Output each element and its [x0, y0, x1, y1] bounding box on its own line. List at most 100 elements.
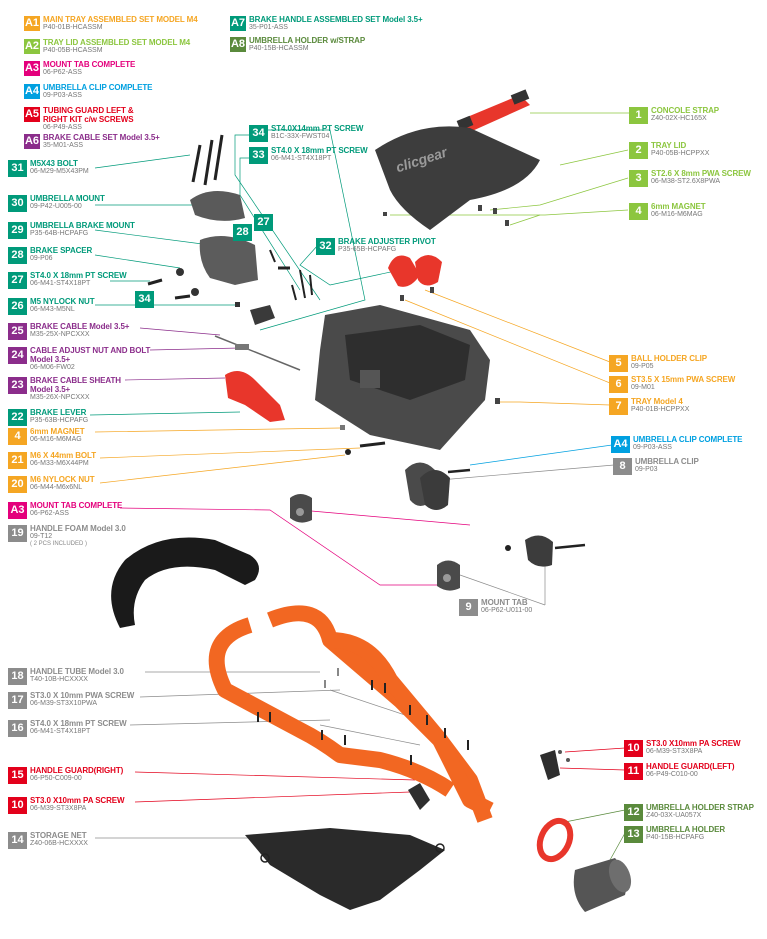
leader-line-7	[500, 401, 611, 406]
tray-lid-part: clicgear	[375, 126, 540, 230]
part-code-3: 06-M38-ST2.6X8PWA	[651, 178, 720, 185]
part-code-28: 09-P06	[30, 255, 53, 262]
part-title-33: ST4.0 X 18mm PT SCREW	[271, 146, 368, 155]
brake-assembly-parts	[147, 134, 313, 325]
umbrella-holder-strap-part	[536, 817, 574, 863]
leader-line-10-left	[134, 791, 411, 803]
leader-line-9	[459, 574, 546, 606]
part-title-5: BALL HOLDER CLIP	[631, 354, 708, 363]
handle-tube-part	[208, 605, 494, 823]
part-callout-31: 31 M5X43 BOLT 06-M29-M5X43PM	[8, 159, 89, 177]
leader-line-31	[94, 154, 191, 169]
set-badge-a1: A1	[24, 16, 40, 31]
part-code-19: 09-T12	[30, 533, 53, 540]
leader-line-21	[99, 447, 361, 459]
part-code-a3-left: 06-P62-ASS	[30, 510, 69, 517]
diagram-badge-28: 28	[233, 224, 252, 241]
part-callout-1: 1 CONCOLE STRAP Z40-02X-HC165X	[629, 106, 719, 124]
part-code-6: 09-M01	[631, 384, 655, 391]
part-code-10-right: 06-M39-ST3X8PA	[646, 748, 703, 755]
leader-line-13	[609, 832, 626, 861]
part-callout-29: 29 UMBRELLA BRAKE MOUNT P35-64B-HCPAFG	[8, 221, 135, 239]
part-badge-10-right: 10	[624, 740, 643, 757]
part-title-27: ST4.0 X 18mm PT SCREW	[30, 271, 127, 280]
set-title-a1: MAIN TRAY ASSEMBLED SET MODEL M4	[43, 15, 198, 24]
part-code-11: 06-P49-C010-00	[646, 771, 698, 778]
part-badge-32: 32	[316, 238, 335, 255]
part-title-32: BRAKE ADJUSTER PIVOT	[338, 237, 436, 246]
part-badge-33: 33	[249, 147, 268, 164]
part-badge-11: 11	[624, 763, 643, 780]
umbrella-clip-part	[405, 462, 471, 510]
part-title-14: STORAGE NET	[30, 831, 87, 840]
leader-line-11	[559, 767, 626, 771]
part-callout-17: 17 ST3.0 X 10mm PWA SCREW 06-M39-ST3X10P…	[8, 691, 134, 709]
part-badge-17: 17	[8, 692, 27, 709]
set-badge-a8: A8	[230, 37, 246, 52]
leader-line-25	[139, 327, 221, 336]
brake-cable-parts	[214, 335, 301, 422]
part-callout-22: 22 BRAKE LEVER P35-63B-HCPAFG	[8, 408, 88, 426]
leader-line-34	[234, 134, 321, 301]
part-code-34: B1C-33X-FWST04	[271, 133, 330, 140]
leader-line-12	[564, 809, 626, 823]
part-callout-2: 2 TRAY LID P40-05B-HCPPXX	[629, 141, 709, 159]
part-code-5: 09-P05	[631, 363, 654, 370]
part-title-a4-right: UMBRELLA CLIP COMPLETE	[633, 435, 743, 444]
set-badge-a3: A3	[24, 61, 40, 76]
leader-lines	[89, 112, 630, 861]
part-code-4: 06-M16-M6MAG	[651, 211, 703, 218]
brake-adjuster-pivot-part	[388, 255, 442, 287]
set-callout-a1: A1 MAIN TRAY ASSEMBLED SET MODEL M4 P40-…	[24, 15, 198, 32]
part-title-26: M5 NYLOCK NUT	[30, 297, 95, 306]
part-callout-9: 9 MOUNT TAB 06-P62-U011-00	[459, 598, 532, 616]
part-callout-32: 32 BRAKE ADJUSTER PIVOT P35-65B-HCPAFG	[316, 237, 436, 255]
set-callout-a2: A2 TRAY LID ASSEMBLED SET MODEL M4 P40-0…	[24, 38, 190, 55]
part-badge-26: 26	[8, 298, 27, 315]
part-title-4-left: 6mm MAGNET	[30, 427, 85, 436]
part-callout-34: 34 ST4.0X14mm PT SCREW B1C-33X-FWST04	[249, 124, 363, 142]
part-badge-2: 2	[629, 142, 648, 159]
part-callout-15: 15 HANDLE GUARD(RIGHT) 06-P50-C009-00	[8, 766, 123, 784]
part-code-27: 06-M41-ST4X18PT	[30, 280, 91, 287]
part-code-1: Z40-02X-HC165X	[651, 115, 707, 122]
leader-line-a3	[119, 507, 440, 586]
set-callout-a4: A4 UMBRELLA CLIP COMPLETE 09-P03-ASS	[24, 83, 152, 100]
part-badge-16: 16	[8, 720, 27, 737]
handle-foam-part	[111, 537, 259, 628]
set-badge-a7: A7	[230, 16, 246, 31]
diagram-badge-27: 27	[254, 214, 273, 231]
part-title-19: HANDLE FOAM Model 3.0	[30, 524, 126, 533]
part-badge-12: 12	[624, 804, 643, 821]
part-badge-24: 24	[8, 347, 27, 364]
set-badge-a5: A5	[24, 107, 40, 122]
part-callout-30: 30 UMBRELLA MOUNT 09-P42-U005-00	[8, 194, 105, 212]
part-callout-20: 20 M6 NYLOCK NUT 06-M44-M6x6NL	[8, 475, 95, 493]
part-badge-30: 30	[8, 195, 27, 212]
storage-net-part	[245, 828, 445, 910]
set-title-a7: BRAKE HANDLE ASSEMBLED SET Model 3.5+	[249, 15, 423, 24]
part-badge-27: 27	[8, 272, 27, 289]
part-callout-10-left: 10 ST3.0 X10mm PA SCREW 06-M39-ST3X8PA	[8, 796, 125, 814]
main-tray-part	[315, 305, 490, 450]
set-callout-a3: A3 MOUNT TAB COMPLETE 06-P62-ASS	[24, 60, 135, 77]
part-code-33: 06-M41-ST4X18PT	[271, 155, 332, 162]
part-badge-a3-left: A3	[8, 502, 27, 519]
part-title-24-line2: Model 3.5+	[30, 355, 71, 364]
leader-line-4b	[509, 214, 541, 226]
part-callout-26: 26 M5 NYLOCK NUT 06-M43-M5NL	[8, 297, 95, 315]
set-code-a8: P40-15B-HCASSM	[249, 45, 309, 52]
part-title-11: HANDLE GUARD(LEFT)	[646, 762, 735, 771]
leader-line-10-right	[564, 747, 626, 753]
part-badge-4: 4	[629, 203, 648, 220]
part-code-15: 06-P50-C009-00	[30, 775, 82, 782]
part-code-20: 06-M44-M6x6NL	[30, 484, 83, 491]
part-code-18: T40-10B-HCXXXX	[30, 676, 88, 683]
set-badge-a2: A2	[24, 39, 40, 54]
part-callout-a3-left: A3 MOUNT TAB COMPLETE 06-P62-ASS	[8, 501, 122, 519]
part-code-12: Z40-03X-UA057X	[646, 812, 702, 819]
part-badge-7: 7	[609, 398, 628, 415]
set-code-a5: 06-P49-ASS	[43, 124, 82, 131]
part-callout-28: 28 BRAKE SPACER 09-P06	[8, 246, 92, 264]
leader-line-brake-handle	[259, 129, 366, 331]
